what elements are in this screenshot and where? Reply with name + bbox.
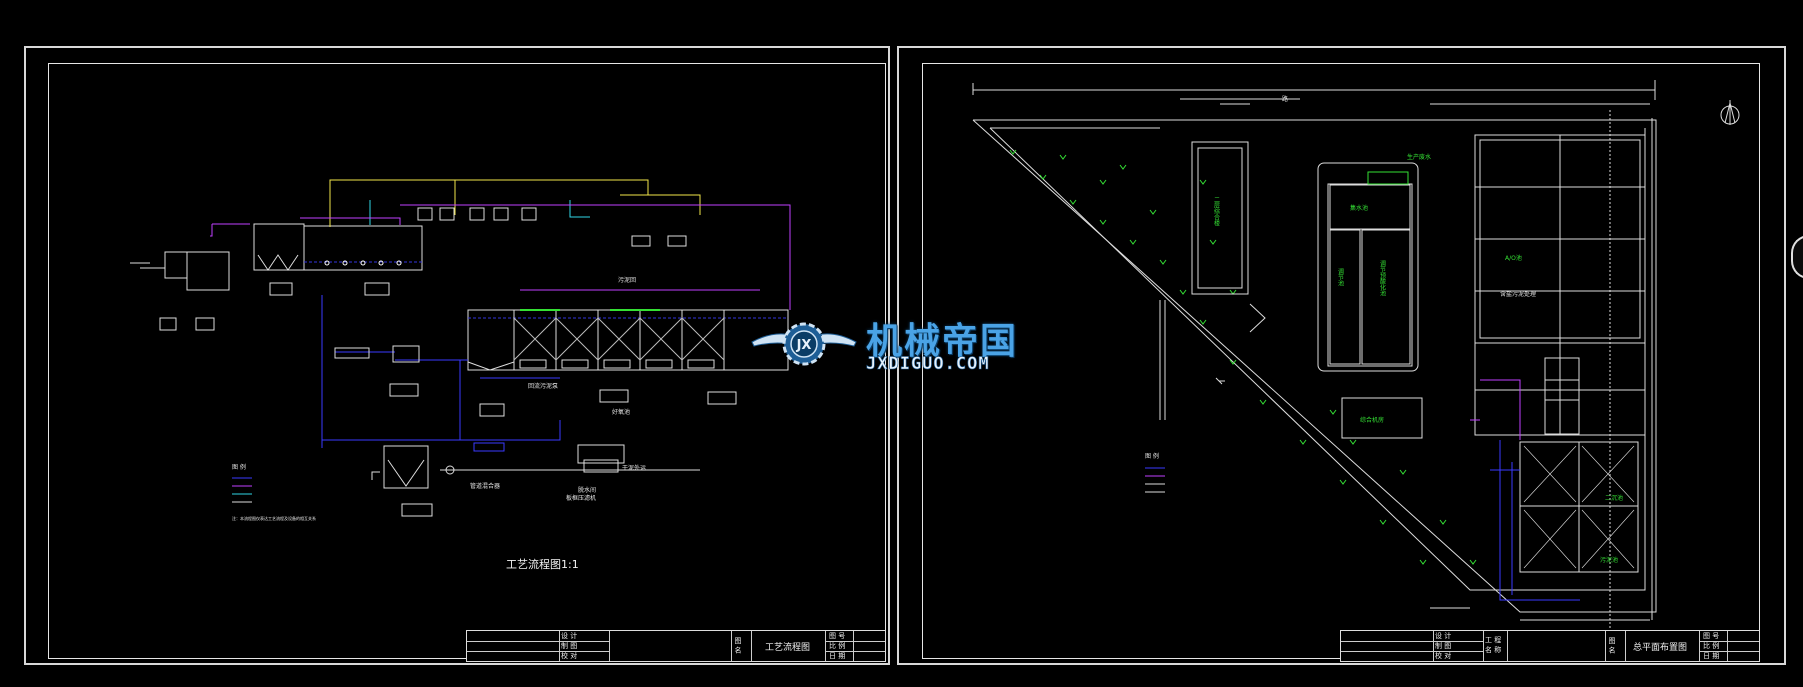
design-label: 设 计: [1435, 632, 1452, 640]
date-label: 日 期: [1703, 652, 1720, 660]
svg-text:脱水间: 脱水间: [578, 486, 596, 494]
design-label: 设 计: [561, 632, 578, 640]
scale-label: 比 例: [1703, 642, 1720, 650]
svg-text:生产废水: 生产废水: [1407, 153, 1431, 161]
svg-text:路: 路: [1282, 95, 1288, 103]
left-title-block: 设 计 制 图 校 对 图 名 工艺流程图 图 号 比 例 日 期: [466, 630, 886, 662]
date-label: 日 期: [829, 652, 846, 660]
drawing-name: 总平面布置图: [1633, 643, 1688, 653]
right-drawing-sheet: [897, 46, 1786, 665]
svg-text:注：本流程图仅表达工艺流程及设备的相互关系: 注：本流程图仅表达工艺流程及设备的相互关系: [232, 515, 316, 521]
check-label: 校 对: [561, 652, 578, 660]
watermark: JX 机械帝国 JXDIGUO.COM: [748, 312, 1048, 378]
svg-text:回流污泥泵: 回流污泥泵: [528, 382, 558, 390]
svg-text:二沉池: 二沉池: [1605, 494, 1623, 502]
draw-label: 制 图: [1435, 642, 1452, 650]
watermark-english: JXDIGUO.COM: [866, 354, 990, 375]
site-layout-plan: 路 二层综合楼 集水池 调节池 调节预酸化池 生产废水 综合机房 A/O池 含盐…: [972, 80, 1740, 640]
svg-text:污泥池: 污泥池: [1600, 556, 1618, 564]
svg-text:A/O池: A/O池: [1505, 254, 1522, 262]
svg-text:板框压滤机: 板框压滤机: [566, 494, 596, 502]
svg-text:二层综合楼: 二层综合楼: [1213, 196, 1220, 227]
svg-text:好氧池: 好氧池: [612, 408, 630, 416]
drawing-name: 工艺流程图: [765, 643, 811, 653]
svg-text:图 例: 图 例: [232, 463, 246, 471]
svg-text:图 例: 图 例: [1145, 452, 1159, 460]
svg-text:含盐污泥处理: 含盐污泥处理: [1500, 290, 1536, 298]
drawing-name-label: 图 名: [1608, 637, 1616, 654]
gear-logo-icon: JX: [751, 322, 857, 366]
watermark-chinese: 机械帝国: [866, 321, 1019, 362]
drawing-number-label: 图 号: [1703, 632, 1720, 640]
svg-text:综合机房: 综合机房: [1360, 416, 1384, 424]
svg-text:调节池: 调节池: [1337, 267, 1344, 286]
scale-label: 比 例: [829, 642, 846, 650]
watermark-logo-letters: JX: [796, 338, 812, 353]
left-drawing-caption: 工艺流程图1:1: [506, 558, 579, 571]
svg-text:管道混合器: 管道混合器: [470, 482, 500, 490]
draw-label: 制 图: [561, 642, 578, 650]
left-drawing-sheet: [24, 46, 890, 665]
check-label: 校 对: [1435, 652, 1452, 660]
right-title-block: 设 计 制 图 校 对 工 程 名 称 图 名 总平面布置图 图 号 比 例 日…: [1340, 630, 1760, 662]
svg-text:集水池: 集水池: [1350, 204, 1368, 212]
drawing-name-label: 图 名: [734, 637, 742, 654]
svg-text:污泥回: 污泥回: [618, 276, 636, 284]
svg-text:调节预酸化池: 调节预酸化池: [1379, 259, 1386, 296]
svg-text:干泥外运: 干泥外运: [622, 464, 646, 472]
project-name-label: 工 程 名 称: [1485, 636, 1502, 654]
process-flow-diagram: 图 例 注：本流程图仅表达工艺流程及设备的相互关系 污泥回 好氧池 回流污泥泵 …: [130, 179, 791, 521]
drawing-number-label: 图 号: [829, 632, 846, 640]
